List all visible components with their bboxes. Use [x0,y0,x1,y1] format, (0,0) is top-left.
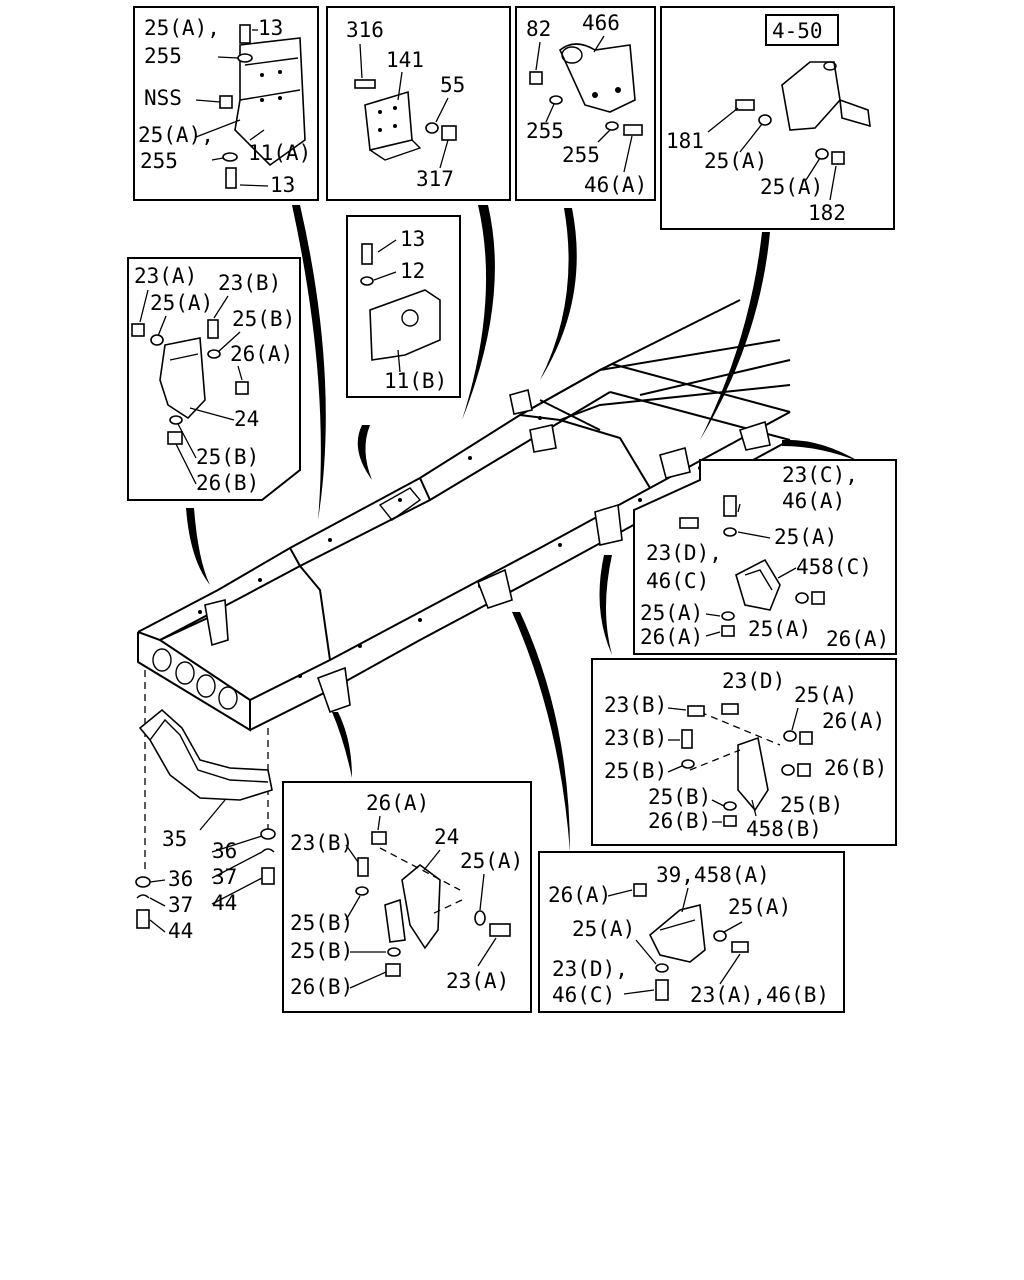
label-26b: 26(B) [290,975,353,999]
label-25b-lower: 25(B) [290,939,353,963]
label-55: 55 [440,73,465,97]
label-24: 24 [234,407,259,431]
label-26b: 26(B) [196,471,259,495]
label-82: 82 [526,17,551,41]
label-37-right: 37 [212,865,237,889]
cross-member-35: 35 [138,708,273,851]
label-13: 13 [400,227,425,251]
label-44-left: 44 [168,919,193,943]
label-25b-top: 25(B) [232,307,295,331]
label-23a: 23(A) [134,264,197,288]
callout-24-left: 23(A) 23(B) 25(A) 25(B) 26(A) 24 25(B) 2… [127,257,301,501]
label-44-right: 44 [212,891,237,915]
label-46a: 46(A) [584,173,647,197]
label-nss: NSS [144,86,182,110]
label-46c: 46(C) [646,569,709,593]
label-23b: 23(B) [290,831,353,855]
chassis-frame [137,299,791,870]
label-317: 317 [416,167,454,191]
label-23d: 23(D) [722,669,785,693]
label-25a-right: 25(A) [760,175,823,199]
label-182: 182 [808,201,846,225]
label-26b-right: 26(B) [824,756,887,780]
label-316: 316 [346,18,384,42]
label-11b: 11(B) [384,369,447,393]
label-39-458a: 39,458(A) [656,863,770,887]
label-25a-right: 25(A) [748,617,811,641]
label-466: 466 [582,11,620,35]
label-23b-mid: 23(B) [604,726,667,750]
label-23c: 23(C), [782,463,858,487]
label-458c: 458(C) [796,555,872,579]
label-26a: 26(A) [230,342,293,366]
label-255-b: 255 [562,143,600,167]
loose-fasteners: 36 37 44 36 37 44 [135,828,276,943]
label-255-top: 255 [144,44,182,68]
label-23b: 23(B) [218,271,281,295]
label-255-a: 255 [526,119,564,143]
label-24: 24 [434,825,459,849]
label-25a: 25(A) [794,683,857,707]
callout-458c: 23(C), 46(A) 25(A) 23(D), 458(C) 46(C) 2… [633,459,897,655]
label-25b-bottom: 25(B) [196,445,259,469]
label-26a-right: 26(A) [826,627,889,651]
label-181: 181 [666,129,704,153]
label-26a-left: 26(A) [640,625,703,649]
label-255-bottom: 255 [140,149,178,173]
label-25a: 25(A) [150,291,213,315]
label-25a-top: 25(A) [774,525,837,549]
label-23d: 23(D), [552,957,628,981]
pointer-swooshes [186,205,860,852]
label-13-top: 13 [258,16,283,40]
label-26a: 26(A) [548,883,611,907]
label-26a: 26(A) [822,709,885,733]
label-25b-right: 25(B) [780,793,843,817]
label-46c: 46(C) [552,983,615,1007]
label-25b-upper: 25(B) [290,911,353,935]
callout-11b: 13 12 11(B) [346,215,461,398]
label-26b-left: 26(B) [648,809,711,833]
callout-24-bottom: 26(A) 24 23(B) 25(A) 25(B) 25(B) 26(B) 2… [282,781,532,1013]
label-26a: 26(A) [366,791,429,815]
label-25b-left: 25(B) [604,759,667,783]
label-46a: 46(A) [782,489,845,513]
callout-458a: 39,458(A) 26(A) 25(A) 25(A) 23(D), 46(C)… [538,851,845,1013]
label-25a: 25(A) [460,849,523,873]
callout-141: 316 141 55 317 [326,6,511,201]
label-25a-left: 25(A) [572,917,635,941]
label-13-bottom: 13 [270,173,295,197]
label-141: 141 [386,48,424,72]
callout-4-50: 4-50 181 25(A) 25(A) 182 [660,6,895,230]
label-35: 35 [162,827,187,851]
callout-11a: 25(A), 13 255 NSS 25(A), 11(A) 255 13 [133,6,319,201]
label-11a: 11(A) [248,141,311,165]
callout-458b: 23(D) 25(A) 23(B) 26(A) 23(B) 25(B) 26(B… [591,658,897,846]
label-25a-right: 25(A) [728,895,791,919]
callout-466: 82 466 255 255 46(A) [515,6,656,201]
label-37-left: 37 [168,893,193,917]
label-25a-left: 25(A) [640,601,703,625]
label-12: 12 [400,259,425,283]
label-25a-top: 25(A), [144,16,220,40]
label-23b-top: 23(B) [604,693,667,717]
label-23d: 23(D), [646,541,722,565]
label-23a-46b: 23(A),46(B) [690,983,829,1007]
label-458b: 458(B) [746,817,822,841]
ref-4-50: 4-50 [772,19,823,43]
label-25b-lower: 25(B) [648,785,711,809]
label-25a-left: 25(A) [704,149,767,173]
label-36-left: 36 [168,867,193,891]
label-23a: 23(A) [446,969,509,993]
